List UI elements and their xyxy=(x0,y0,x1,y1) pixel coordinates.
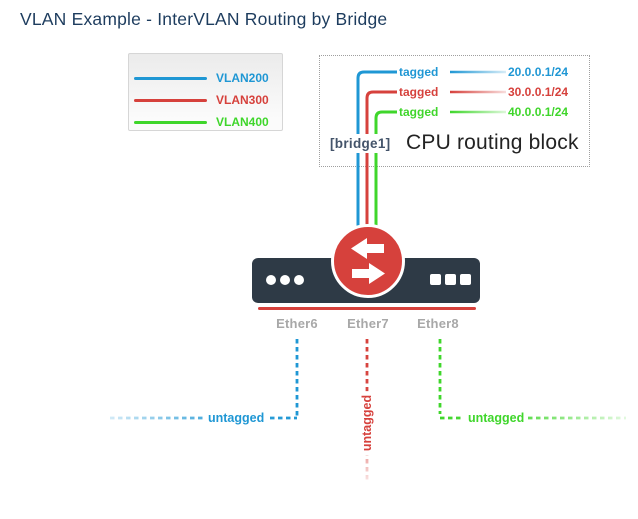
ip-address-vlan300: 30.0.0.1/24 xyxy=(508,85,569,99)
port-label-ether6: Ether6 xyxy=(276,316,318,331)
ip-address-vlan400: 40.0.0.1/24 xyxy=(508,105,569,119)
port-block xyxy=(460,274,471,285)
bridge-caption: CPU routing block xyxy=(406,131,579,154)
tagged-label-vlan400: tagged xyxy=(399,105,439,119)
legend-label: VLAN300 xyxy=(216,93,269,107)
untagged-label-ether8: untagged xyxy=(464,411,529,425)
page-title: VLAN Example - InterVLAN Routing by Brid… xyxy=(20,9,388,29)
bridge-interface-name: [bridge1] xyxy=(327,134,394,153)
led-dot xyxy=(280,275,290,285)
vlan-legend: VLAN200 VLAN300 VLAN400 xyxy=(128,53,283,131)
port-label-ether8: Ether8 xyxy=(417,316,459,331)
vlan300-line-swatch xyxy=(134,98,207,102)
legend-label: VLAN400 xyxy=(216,115,269,129)
port-block xyxy=(430,274,441,285)
vlan200-line-swatch xyxy=(134,76,207,80)
led-dot xyxy=(294,275,304,285)
swap-arrows-glyph xyxy=(351,238,385,284)
led-dot xyxy=(266,275,276,285)
legend-item-vlan400: VLAN400 xyxy=(129,111,282,133)
tagged-label-vlan300: tagged xyxy=(399,85,439,99)
port-block xyxy=(445,274,456,285)
untagged-label-ether7: untagged xyxy=(360,390,374,456)
ip-address-vlan200: 20.0.0.1/24 xyxy=(508,65,569,79)
untagged-label-ether6: untagged xyxy=(204,411,269,425)
tagged-label-vlan200: tagged xyxy=(399,65,439,79)
port-label-ether7: Ether7 xyxy=(347,316,389,331)
legend-item-vlan300: VLAN300 xyxy=(129,89,282,111)
legend-label: VLAN200 xyxy=(216,71,269,85)
legend-item-vlan200: VLAN200 xyxy=(129,67,282,89)
swap-arrows-icon xyxy=(331,224,405,298)
vlan400-line-swatch xyxy=(134,120,207,124)
device-accent-underline xyxy=(258,307,476,310)
